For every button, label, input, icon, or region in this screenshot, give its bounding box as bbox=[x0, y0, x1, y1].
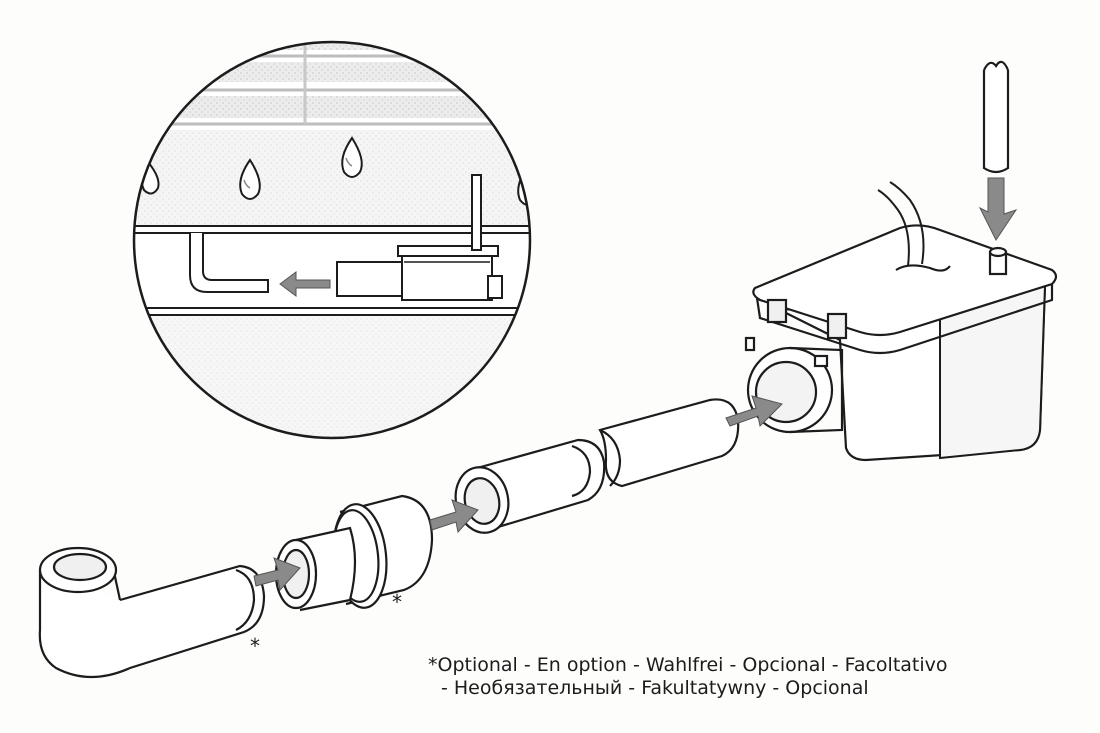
tiled-wall bbox=[134, 42, 530, 225]
optional-marker-elbow: * bbox=[250, 634, 260, 658]
pump-box bbox=[744, 181, 1058, 462]
arrow-right-icon bbox=[725, 395, 783, 428]
caption-line-1: *Optional - En option - Wahlfrei - Opcio… bbox=[428, 654, 948, 676]
arrow-right-icon bbox=[429, 499, 479, 534]
inlet-pipe bbox=[982, 60, 1010, 174]
connecting-pipe bbox=[454, 398, 740, 534]
optional-marker-coupling: * bbox=[392, 590, 402, 614]
arrow-right-icon bbox=[253, 557, 301, 592]
caption-line-2: - Необязательный - Fakultatywny - Opcion… bbox=[441, 677, 869, 699]
mini-pump bbox=[336, 174, 503, 301]
detail-circle bbox=[132, 40, 532, 440]
arrow-down-icon bbox=[978, 177, 1018, 241]
elbow-pipe bbox=[38, 546, 266, 678]
coupling-sleeve bbox=[274, 494, 434, 612]
